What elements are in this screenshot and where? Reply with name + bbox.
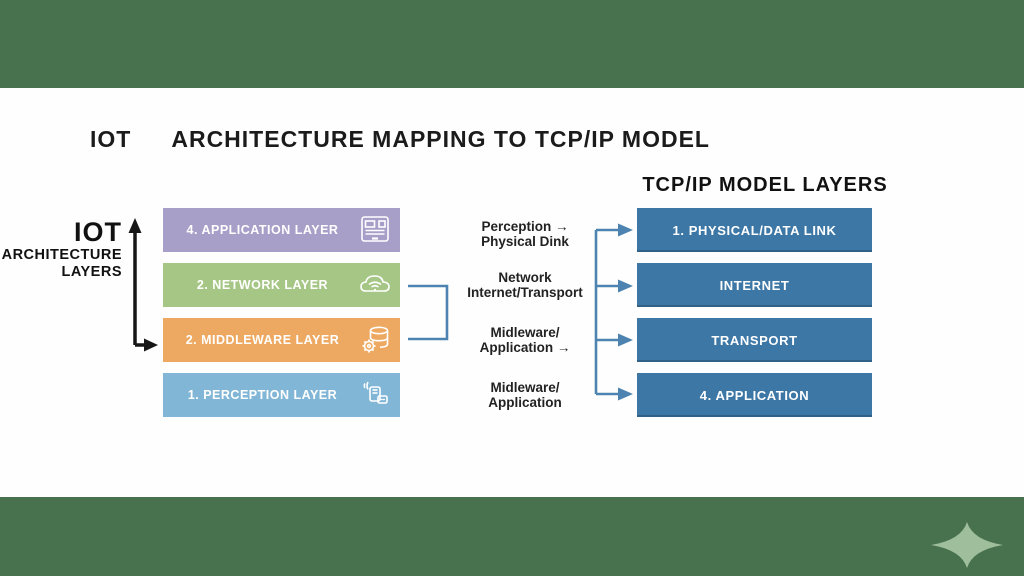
cloud-wifi-icon [358,269,392,301]
tcpip-model-layers-heading: TCP/IP MODEL LAYERS [642,174,888,196]
iot-layer-middleware: 2. MIDDLEWARE LAYER [163,318,400,362]
mapping-line: Network [498,270,552,285]
mapping-line: Application → [479,340,571,355]
iot-layer-network: 2. NETWORK LAYER [163,263,400,307]
tcp-layer-label: INTERNET [719,277,790,293]
iot-architecture-layers-label: IOT ARCHITECTURE LAYERS [0,219,122,279]
side-label-architecture: ARCHITECTURE [1,247,122,263]
iot-layer-middleware-label: 2. MIDDLEWARE LAYER [185,333,340,347]
tcp-layer-transport: TRANSPORT [637,318,872,362]
mapping-line: Internet/Transport [467,285,583,300]
iot-layer-perception-label: 1. PERCEPTION LAYER [187,388,338,402]
database-gear-icon [358,324,392,356]
tcp-layer-label: 4. APPLICATION [699,387,810,403]
iot-layer-perception: 1. PERCEPTION LAYER [163,373,400,417]
tcp-layer-physical-data-link: 1. PHYSICAL/DATA LINK [637,208,872,252]
mapping-line: Midleware/ [490,380,560,395]
mapping-line: Midleware/ [490,325,560,340]
sparkle-icon [931,522,1003,568]
iot-layer-application: 4. APPLICATION LAYER [163,208,400,252]
mapping-label-perception: Perception → Physical Dink [445,219,605,249]
tcp-layer-internet: INTERNET [637,263,872,307]
slide-title: IOT ARCHITECTURE MAPPING TO TCP/IP MODEL [90,126,710,153]
side-label-layers: LAYERS [61,263,122,280]
mapping-label-middleware-2: Midleware/ Application [445,380,605,410]
tcp-layer-application: 4. APPLICATION [637,373,872,417]
side-label-iot: IOT [74,217,122,247]
tablet-icon [358,214,392,246]
mapping-label-middleware-1: Midleware/ Application → [445,325,605,355]
tcp-layer-label: TRANSPORT [711,332,798,348]
iot-layer-application-label: 4. APPLICATION LAYER [186,223,339,237]
title-prefix: IOT [90,126,132,152]
mapping-line: Physical Dink [481,234,569,249]
mapping-label-network: Network Internet/Transport [445,270,605,300]
title-main: ARCHITECTURE MAPPING TO TCP/IP MODEL [171,126,710,152]
mapping-line: Application [488,395,562,410]
mapping-line: Perception → [481,219,569,234]
iot-layer-network-label: 2. NETWORK LAYER [196,278,329,292]
tcp-layer-label: 1. PHYSICAL/DATA LINK [672,222,837,238]
sensor-signal-icon [358,379,392,411]
